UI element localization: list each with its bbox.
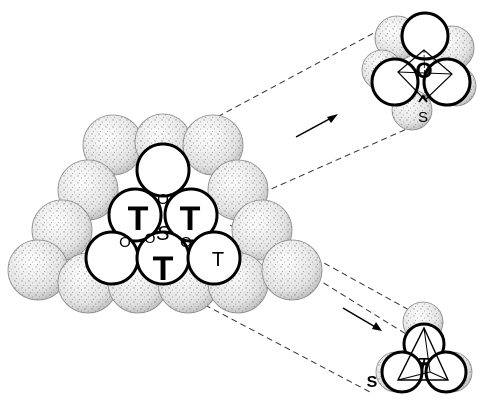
sphere-top — [135, 142, 191, 198]
label-t-right: T — [212, 249, 224, 271]
arrow-to-tetrahedral — [342, 307, 382, 331]
sphere-mid-right — [163, 187, 219, 243]
projection-line-tet-top — [227, 209, 421, 317]
label-o-mid-right: O — [180, 234, 192, 251]
oct-sphere-right — [422, 57, 472, 107]
cluster-labels: T T T T S O O O O — [119, 191, 224, 288]
tetrahedral-center-label: T — [417, 355, 431, 377]
sphere-bottom-right — [186, 230, 242, 286]
tetrahedral-left-label: S — [367, 374, 378, 391]
sphere-mid-left — [107, 187, 163, 243]
label-o-left: O — [119, 234, 131, 251]
arrow-to-octahedral — [295, 114, 338, 138]
label-t-bottom: T — [153, 250, 174, 288]
tetrahedral-inset: T S — [367, 301, 473, 394]
label-o-top: O — [157, 191, 169, 208]
projection-line-tet-bottom — [204, 304, 371, 393]
label-t-top-left: T — [128, 200, 149, 238]
oct-sphere-left — [370, 57, 420, 107]
tet-sphere-right — [424, 350, 468, 394]
octahedral-bottom-label: S — [418, 109, 428, 126]
label-t-top-right: T — [180, 200, 201, 238]
octahedral-inset: O S — [361, 11, 477, 131]
octahedral-center-label: O — [415, 58, 432, 83]
central-cluster — [84, 142, 242, 286]
label-o-mid-left: O — [145, 230, 156, 246]
oct-sphere-top — [400, 11, 450, 61]
tet-sphere-top — [402, 322, 446, 366]
label-s-center: S — [156, 223, 170, 245]
